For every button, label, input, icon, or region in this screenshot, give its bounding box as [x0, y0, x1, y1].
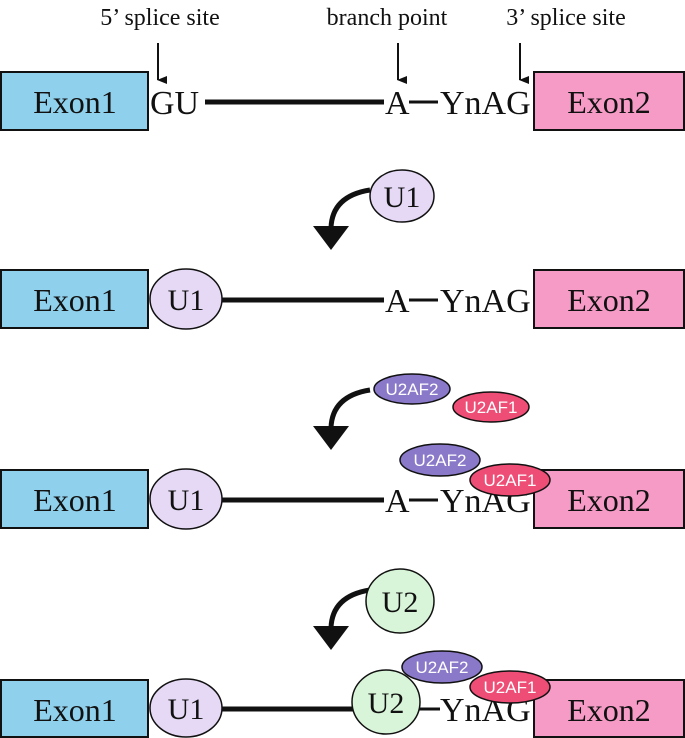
step-arrow-3: U2 [313, 568, 435, 650]
u2af2-label: U2AF2 [416, 658, 469, 677]
u2-snrnp [351, 669, 421, 735]
u2af2-incoming [373, 373, 451, 405]
curved-arrow-shaft [328, 587, 371, 629]
step-arrow-1: U1 [313, 169, 435, 250]
ynag-sequence: YnAG [440, 85, 531, 122]
exon2-label: Exon2 [567, 84, 651, 120]
u2-label: U2 [368, 687, 405, 720]
u1-label: U1 [168, 484, 205, 517]
u2af1-label: U2AF1 [484, 471, 537, 490]
three-prime-site-label: 3’ splice site [506, 5, 626, 31]
exon2-label: Exon2 [567, 282, 651, 318]
u2af2-bound [401, 650, 483, 684]
row-u2af-bound: Exon1 U1 A YnAG Exon2 U2AF1 U2AF2 [0, 443, 685, 530]
five-prime-site-label: 5’ splice site [100, 5, 220, 31]
u2af1-bound [469, 670, 551, 704]
u2af1-bound [469, 463, 551, 497]
u2af1-incoming-label: U2AF1 [465, 398, 518, 417]
u2af1-incoming [452, 391, 530, 423]
branch-point-label: branch point [327, 5, 448, 31]
arrow-head [313, 626, 349, 650]
exon2-box [533, 679, 685, 738]
exon2-box [533, 469, 685, 529]
exon2-box [533, 71, 685, 131]
exon2-box [533, 269, 685, 329]
row-u1-bound: Exon1 U1 A YnAG Exon2 [0, 268, 685, 330]
exon1-label: Exon1 [33, 282, 117, 318]
branch-a: A [385, 85, 410, 122]
curved-arrow-shaft [328, 187, 371, 229]
u1-incoming [369, 169, 435, 223]
u2-incoming [365, 568, 435, 634]
exon1-label: Exon1 [33, 692, 117, 728]
exon1-box [0, 469, 149, 529]
ynag-sequence: YnAG [440, 283, 531, 320]
u2-incoming-label: U2 [382, 586, 419, 619]
arrow-head [313, 426, 349, 450]
row-pre-mrna: Exon1 GU A YnAG Exon2 [0, 71, 685, 131]
u2af2-bound [399, 443, 481, 477]
step-arrow-2: U2AF1 U2AF2 [313, 373, 530, 450]
arrow-head [313, 226, 349, 250]
exon1-box [0, 269, 149, 329]
u2af2-label: U2AF2 [414, 451, 467, 470]
u1-incoming-label: U1 [384, 181, 421, 214]
exon2-label: Exon2 [567, 482, 651, 518]
exon1-box [0, 679, 149, 738]
exon1-label: Exon1 [33, 482, 117, 518]
u1-snrnp [149, 468, 223, 530]
exon1-box [0, 71, 149, 131]
u2af2-incoming-label: U2AF2 [386, 380, 439, 399]
exon2-label: Exon2 [567, 692, 651, 728]
u1-label: U1 [168, 284, 205, 317]
u1-snrnp [149, 268, 223, 330]
branch-a: A [385, 483, 410, 520]
row-u2-bound: Exon1 U1 YnAG Exon2 U2 U2AF1 U2AF2 [0, 650, 685, 738]
u1-label: U1 [168, 693, 205, 726]
u1-snrnp [149, 678, 223, 738]
gu-sequence: GU [150, 85, 199, 122]
u2af1-label: U2AF1 [484, 678, 537, 697]
branch-a: A [385, 283, 410, 320]
exon1-label: Exon1 [33, 84, 117, 120]
curved-arrow-shaft [328, 387, 371, 429]
